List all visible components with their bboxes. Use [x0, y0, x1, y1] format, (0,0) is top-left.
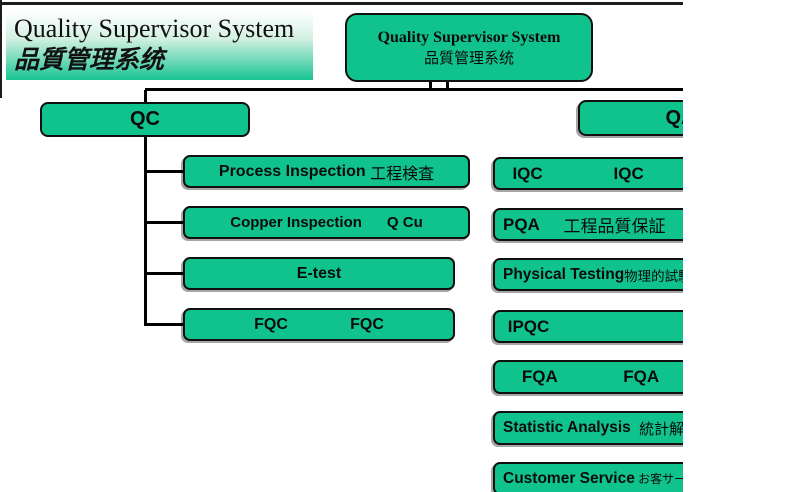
connector-horizontal-main	[145, 88, 683, 91]
node-e-test: E-test	[183, 257, 455, 290]
node-label: PQA	[503, 214, 540, 234]
node-label: Statistic Analysis	[503, 419, 631, 436]
root-title-english: Quality Supervisor System	[377, 28, 561, 46]
connector-qc-top-stub	[144, 90, 147, 104]
node-quality-supervisor-system: Quality Supervisor System 品質管理系统	[345, 13, 593, 82]
slide-visible-area: Quality Supervisor System 品質管理系统 Quality…	[0, 0, 683, 492]
connector-stub-process	[144, 170, 185, 173]
connector-stub-fqc	[144, 323, 185, 326]
node-qc: QC	[40, 102, 250, 137]
root-title-cjk: 品質管理系统	[423, 49, 514, 67]
slide-left-border-line	[0, 0, 2, 98]
node-label: Copper Inspection Q Cu	[230, 214, 423, 231]
node-fqc: FQC FQC	[183, 308, 455, 341]
node-label: E-test	[296, 264, 342, 282]
node-iqc: IQC IQC	[493, 157, 683, 190]
node-label: Physical Testing	[503, 265, 625, 283]
node-label: IPQC	[503, 316, 550, 336]
node-copper-inspection: Copper Inspection Q Cu	[183, 206, 470, 239]
connector-root-stub-left	[429, 78, 432, 90]
slide-title-cjk: 品質管理系统	[14, 47, 165, 74]
slide-top-border-line	[0, 2, 683, 5]
node-label: FQC FQC	[254, 315, 384, 333]
node-label: IQC IQC	[503, 163, 644, 183]
connector-stub-etest	[144, 272, 185, 275]
node-physical-testing: Physical Testing物理的試験	[493, 258, 683, 291]
connector-stub-copper	[144, 221, 185, 224]
node-fqa: FQA FQA	[493, 360, 683, 394]
node-qa: QA	[578, 100, 683, 136]
node-pqa: PQA 工程品質保証	[493, 208, 683, 241]
node-process-inspection: Process Inspection 工程検査	[183, 155, 470, 188]
node-statistic-analysis: Statistic Analysis 統計解析	[493, 411, 683, 445]
slide-title-english: Quality Supervisor System	[14, 14, 295, 43]
node-ipqc: IPQC	[493, 310, 683, 343]
slide-title-banner: Quality Supervisor System 品質管理系统	[6, 10, 313, 80]
node-label: FQA FQA	[503, 367, 660, 386]
node-customer-service: Customer Service お客サービス	[493, 462, 683, 492]
node-label-cjk: お客サービス	[638, 472, 683, 486]
connector-qc-trunk	[144, 136, 147, 326]
node-label-cjk: 工程品質保証	[539, 217, 666, 236]
node-label: Customer Service	[503, 469, 635, 487]
node-label-cjk: 物理的試験	[624, 268, 683, 284]
connector-root-stub-right	[446, 78, 449, 90]
node-label-cjk: 統計解析	[639, 420, 683, 438]
node-label-cjk: 工程検査	[365, 165, 435, 183]
node-label: Process Inspection	[218, 162, 366, 180]
